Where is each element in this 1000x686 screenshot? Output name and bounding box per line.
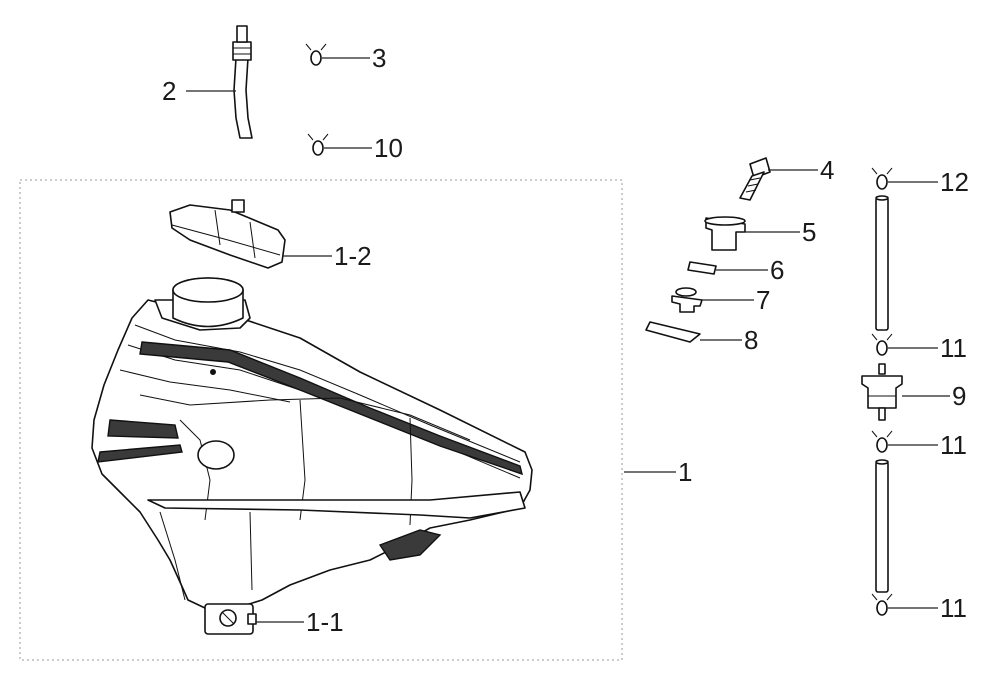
hose-clamp-10-part xyxy=(307,133,329,156)
callout-2: 2 xyxy=(162,76,176,106)
callout-1-2: 1-2 xyxy=(334,241,372,271)
callout-5: 5 xyxy=(802,217,816,247)
callout-4: 4 xyxy=(820,155,834,185)
hose-clamp-11b-part xyxy=(871,430,893,453)
callout-1-1: 1-1 xyxy=(306,607,344,637)
hose-clamp-11a-part xyxy=(871,333,893,356)
fuel-tank-body xyxy=(91,299,533,611)
collar-part xyxy=(704,216,746,251)
callout-10: 10 xyxy=(374,133,403,163)
fuel-valve-part xyxy=(204,603,257,635)
bolt-part xyxy=(739,157,771,201)
callout-1: 1 xyxy=(678,457,692,487)
hose-clamp-12-part xyxy=(871,167,893,190)
callout-11-middle: 11 xyxy=(940,430,967,460)
bushing-part xyxy=(687,261,717,275)
gasket-part xyxy=(645,321,701,343)
callout-6: 6 xyxy=(770,255,784,285)
fuel-filter-part xyxy=(861,363,903,421)
hose-clamp-11c-part xyxy=(871,593,893,616)
hose-clamp-3-part xyxy=(305,43,327,66)
callout-11-lower: 11 xyxy=(940,593,967,623)
fuel-line-upper-part xyxy=(875,195,889,331)
callout-12: 12 xyxy=(940,167,969,197)
callout-11-upper: 11 xyxy=(940,333,967,363)
callout-7: 7 xyxy=(756,285,770,315)
tank-cap-part xyxy=(169,199,286,269)
breather-hose-part xyxy=(232,25,253,139)
tank-filler-neck xyxy=(154,277,251,331)
assembly-1-boundary xyxy=(19,179,623,661)
callout-8: 8 xyxy=(744,325,758,355)
washer-part xyxy=(671,287,703,313)
fuel-line-lower-part xyxy=(875,459,889,593)
callout-3: 3 xyxy=(372,43,386,73)
callout-9: 9 xyxy=(952,381,966,411)
